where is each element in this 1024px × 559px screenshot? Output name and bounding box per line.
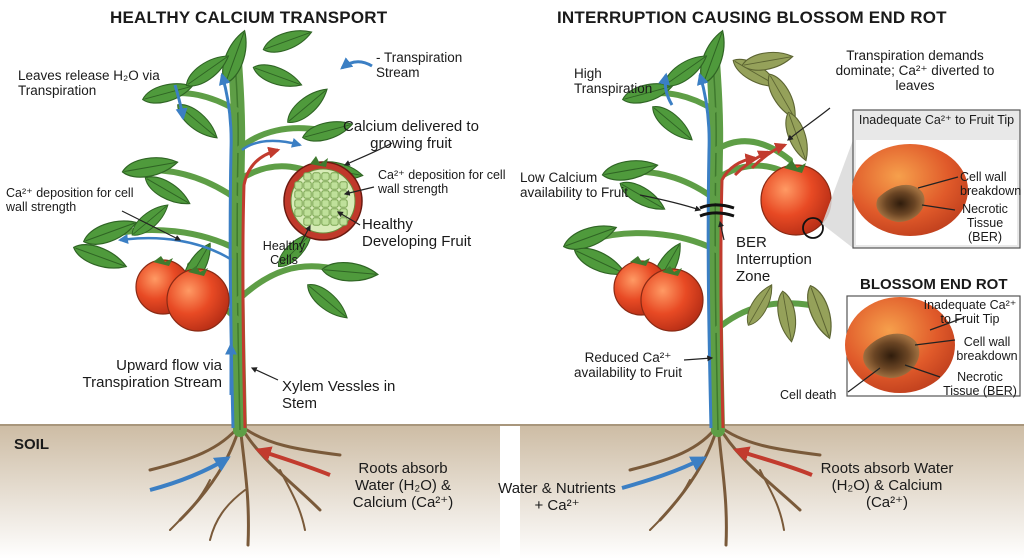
- healthy-cell: [339, 199, 348, 208]
- left-plant: [70, 23, 393, 547]
- healthy-cell: [330, 172, 339, 181]
- healthy-cell: [312, 217, 321, 226]
- healthy-cell: [312, 208, 321, 217]
- inset-box: [822, 109, 1021, 249]
- xylem-label: Xylem Vessles in Stem: [282, 378, 396, 412]
- healthy-cell: [303, 208, 312, 217]
- healthy-cell: [294, 190, 303, 199]
- healthy-fruit-label: Healthy Developing Fruit: [362, 216, 472, 250]
- healthy-cell: [321, 217, 330, 226]
- right-tomatoes: [613, 256, 704, 332]
- healthy-cell: [303, 181, 312, 190]
- right-diverted-arrow-1: [733, 150, 771, 177]
- soil-label: SOIL: [14, 436, 50, 453]
- healthy-cell: [339, 181, 348, 190]
- ber-inadequate-label: Inadequate Ca²⁺ to Fruit Tip: [923, 298, 1017, 326]
- transpiration-demands-label: Transpiration demands dominate; Ca²⁺ div…: [835, 48, 995, 93]
- healthy-cell: [330, 208, 339, 217]
- high-transpiration-label: High Transpiration: [574, 66, 653, 96]
- upward-flow-label: Upward flow via Transpiration Stream: [82, 357, 223, 391]
- reduced-ca-label: Reduced Ca²⁺ availability to Fruit: [573, 350, 683, 380]
- healthy-cell: [303, 190, 312, 199]
- healthy-cell: [330, 190, 339, 199]
- ber-interruption-marker: [699, 203, 735, 218]
- inset-rot-spot: [876, 184, 925, 222]
- right-plant: [560, 27, 1021, 547]
- healthy-cell: [312, 181, 321, 190]
- healthy-cell: [303, 217, 312, 226]
- left-tomato-front: [166, 268, 230, 332]
- left-calcium-flow: [241, 146, 281, 429]
- right-panel-title: INTERRUPTION CAUSING BLOSSOM END ROT: [557, 8, 947, 27]
- stem-deposition-label: Ca²⁺ deposition for cell wall strength: [6, 186, 134, 214]
- healthy-cell: [294, 208, 303, 217]
- ber-detail-box: [845, 295, 1021, 397]
- right-leaders: [639, 107, 964, 393]
- ber-rot-spot: [863, 333, 920, 378]
- healthy-cell: [339, 217, 348, 226]
- healthy-fruit-cross-section: [283, 156, 363, 241]
- inset-title: Inadequate Ca²⁺ to Fruit Tip: [858, 113, 1015, 127]
- inset-necrotic-label: Necrotic Tissue (BER): [962, 202, 1008, 244]
- water-nutrients-label: Water & Nutrients + Ca²⁺: [498, 480, 616, 514]
- right-diverted-arrow-2: [750, 142, 788, 170]
- left-root-calcium-arrow: [254, 446, 331, 477]
- healthy-cell: [312, 190, 321, 199]
- healthy-cell: [321, 190, 330, 199]
- ber-necrotic-label: Necrotic Tissue (BER): [943, 370, 1017, 398]
- ber-cell-death-label: Cell death: [780, 388, 837, 402]
- left-leaders: [121, 142, 393, 381]
- healthy-cell: [321, 199, 330, 208]
- healthy-cell: [321, 181, 330, 190]
- left-panel-title: HEALTHY CALCIUM TRANSPORT: [110, 8, 388, 27]
- left-roots-label: Roots absorb Water (H₂O) & Calcium (Ca²⁺…: [352, 460, 454, 511]
- left-roots: [148, 423, 342, 547]
- right-calcium-flow: [719, 153, 758, 429]
- healthy-cell: [330, 199, 339, 208]
- healthy-cell: [303, 172, 312, 181]
- ber-affected-tomato: [760, 160, 832, 239]
- healthy-cell: [339, 190, 348, 199]
- left-top-water-flow: [241, 138, 302, 152]
- right-transpiration-arrow: [658, 72, 674, 106]
- left-root-water-arrow: [149, 456, 231, 492]
- soil-band-left: [0, 425, 500, 559]
- transpiration-stream-label: - Transpiration Stream: [376, 50, 463, 80]
- ber-zone-label: BER Interruption Zone: [736, 234, 812, 285]
- healthy-cell: [312, 172, 321, 181]
- leaves-release-label: Leaves release H₂O via Transpiration: [18, 68, 160, 98]
- healthy-cell: [303, 199, 312, 208]
- calcium-delivered-label: Calcium delivered to growing fruit: [343, 118, 479, 152]
- low-calcium-label: Low Calcium availability to Fruit: [520, 170, 629, 200]
- healthy-cell: [294, 199, 303, 208]
- healthy-cell: [330, 181, 339, 190]
- healthy-cell: [312, 199, 321, 208]
- ber-heading: BLOSSOM END ROT: [860, 276, 1008, 293]
- right-root-calcium-arrow: [732, 446, 813, 477]
- right-root-water-arrow: [621, 456, 707, 490]
- left-tomatoes: [135, 256, 230, 332]
- inset-cell-wall-label: Cell wall breakdown: [960, 170, 1022, 198]
- fruit-deposition-label: Ca²⁺ deposition for cell wall strength: [378, 168, 506, 196]
- right-roots-label: Roots absorb Water (H₂O) & Calcium (Ca²⁺…: [820, 460, 954, 511]
- healthy-cell: [330, 217, 339, 226]
- left-leaves-arrow: [173, 84, 188, 121]
- healthy-cell: [321, 172, 330, 181]
- ber-cell-wall-label: Cell wall breakdown: [956, 335, 1018, 363]
- healthy-cell: [321, 208, 330, 217]
- healthy-cell: [294, 181, 303, 190]
- left-transpiration-arrow: [340, 57, 373, 70]
- right-water-flow: [697, 72, 713, 429]
- healthy-cells-label: Healthy Cells: [262, 239, 306, 267]
- left-branch-water-flow: [118, 234, 233, 262]
